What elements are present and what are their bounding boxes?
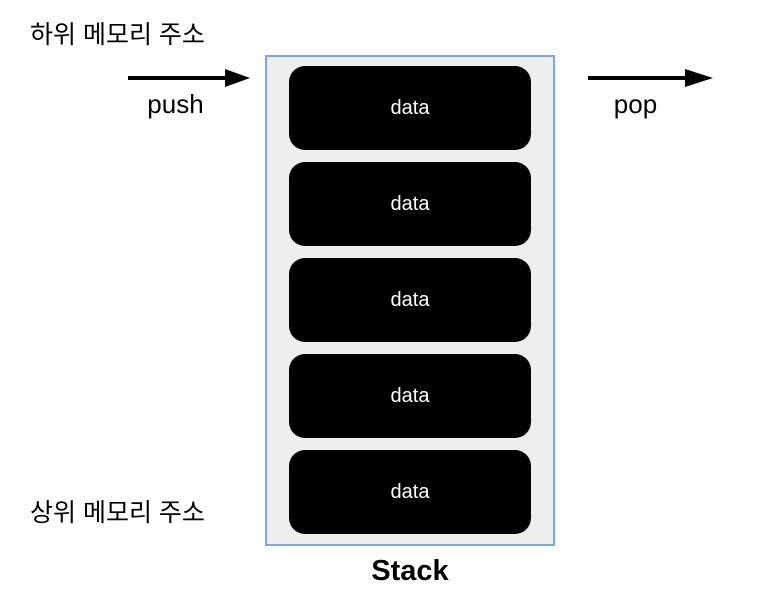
stack-container: data data data data data: [265, 55, 555, 546]
push-label: push: [147, 89, 204, 119]
high-memory-address-label: 상위 메모리 주소: [30, 499, 205, 527]
stack-title: Stack: [371, 555, 449, 587]
stack-item: data: [289, 258, 531, 342]
stack-item-label: data: [390, 192, 430, 215]
pop-label: pop: [613, 89, 658, 119]
low-memory-address-label: 하위 메모리 주소: [30, 21, 205, 49]
stack-item-label: data: [390, 384, 430, 407]
pop-arrow-icon: [588, 69, 713, 87]
stack-item: data: [289, 66, 531, 150]
stack-item-label: data: [390, 96, 430, 119]
stack-item-label: data: [390, 288, 430, 311]
stack-item: data: [289, 354, 531, 438]
stack-item-label: data: [390, 480, 430, 503]
push-arrow-icon: [128, 69, 250, 87]
stack-item: data: [289, 450, 531, 534]
stack-item: data: [289, 162, 531, 246]
